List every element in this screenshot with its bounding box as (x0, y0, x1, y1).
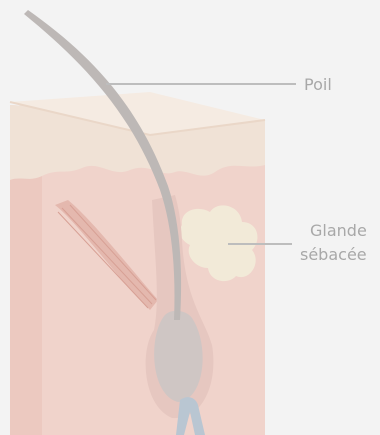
gland-label-line1: Glande (310, 220, 367, 242)
gland-label-line2: sébacée (300, 244, 367, 266)
hair-label: Poil (304, 74, 332, 96)
